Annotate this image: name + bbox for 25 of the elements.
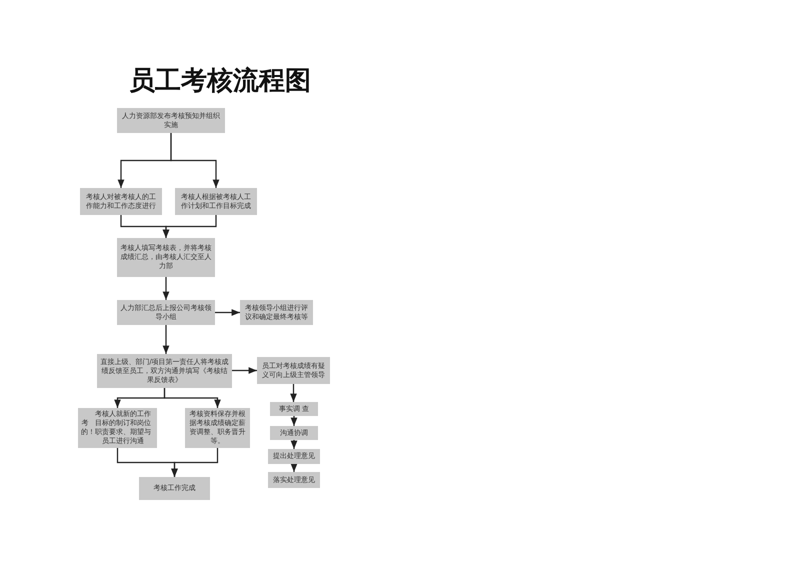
arrow [290,384,297,402]
process-box [175,188,257,215]
arrow [162,277,170,300]
arrow [162,325,170,354]
title: 员工考核流程图 [128,65,312,98]
arrow [232,367,257,374]
process-box [117,238,215,277]
process-box [139,477,210,500]
process-box [80,188,162,215]
arrow [171,448,218,477]
process-box [270,426,318,440]
process-box [270,402,318,416]
arrow [164,388,221,408]
arrow [215,309,240,316]
process-box [268,449,320,464]
process-box [268,472,320,488]
arrow [290,464,298,472]
arrow [162,215,217,238]
arrow [290,416,298,426]
arrow [290,440,298,449]
process-box [240,300,313,325]
process-box [78,408,157,448]
process-box [117,108,225,133]
process-box [257,357,330,384]
arrow [170,133,220,188]
